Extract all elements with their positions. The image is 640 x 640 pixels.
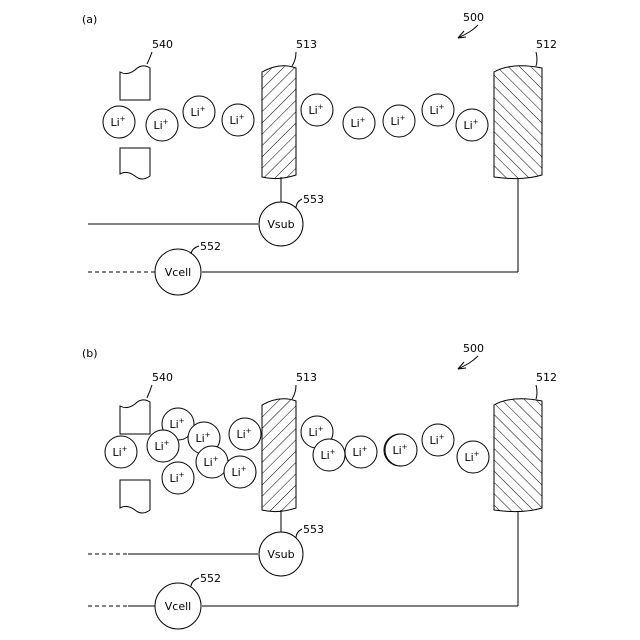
- li-ion: Li+: [383, 105, 415, 137]
- vcell-source: Vcell: [155, 583, 201, 629]
- vcell-ref-label: 552: [200, 240, 221, 253]
- membrane-ref-label: 540: [152, 38, 173, 51]
- li-ion: Li+: [105, 436, 137, 468]
- vcell-leader: [191, 578, 199, 586]
- li-ion: Li+: [162, 462, 194, 494]
- electrode-512-ref-label: 512: [536, 371, 557, 384]
- vsub-source: Vsub: [259, 202, 303, 246]
- system-ref-label: 500: [463, 11, 484, 24]
- membrane-leader: [147, 385, 152, 398]
- li-ion: Li+: [313, 439, 345, 471]
- vsub-ref-label: 553: [303, 193, 324, 206]
- vcell-label: Vcell: [165, 266, 191, 279]
- li-ion: Li+: [301, 94, 333, 126]
- electrode-513: [262, 399, 296, 512]
- electrode-513-leader: [292, 385, 296, 399]
- electrode-512: [494, 399, 542, 512]
- vcell-leader: [191, 246, 199, 254]
- electrode-513-leader: [292, 52, 296, 66]
- li-ion: Li+: [196, 446, 228, 478]
- li-ion: Li+: [147, 430, 179, 462]
- system-ref-arrow: [458, 356, 478, 369]
- electrode-513-ref-label: 513: [296, 38, 317, 51]
- panel-b: (b) 500 540 513 512: [82, 342, 557, 629]
- li-ion: Li+: [422, 424, 454, 456]
- vcell-source: Vcell: [155, 249, 201, 295]
- li-ion: Li+: [222, 104, 254, 136]
- vcell-label: Vcell: [165, 600, 191, 613]
- electrode-512: [494, 66, 542, 179]
- electrode-512-ref-label: 512: [536, 38, 557, 51]
- system-ref-arrow: [458, 25, 478, 38]
- li-ion: Li+: [343, 107, 375, 139]
- electrode-512-leader: [536, 385, 537, 399]
- vsub-leader: [296, 199, 302, 208]
- li-ion: Li+: [183, 96, 215, 128]
- li-ion: Li+: [385, 434, 417, 466]
- li-ion: Li+: [456, 109, 488, 141]
- li-ion: Li+: [457, 441, 489, 473]
- li-ion: Li+: [224, 456, 256, 488]
- li-ion: Li+: [146, 109, 178, 141]
- vsub-ref-label: 553: [303, 523, 324, 536]
- electrode-513: [262, 66, 296, 179]
- ion-group: Li+Li+Li+Li+Li+Li+Li+Li+Li+Li+Li+Li+Li+L…: [105, 408, 489, 494]
- li-ion: Li+: [229, 418, 261, 450]
- vsub-leader: [296, 529, 302, 538]
- vsub-label: Vsub: [267, 548, 294, 561]
- vsub-label: Vsub: [267, 218, 294, 231]
- system-ref-label: 500: [463, 342, 484, 355]
- li-ion: Li+: [103, 106, 135, 138]
- vsub-source: Vsub: [259, 532, 303, 576]
- membrane-leader: [147, 52, 152, 64]
- vcell-ref-label: 552: [200, 572, 221, 585]
- electrode-513-ref-label: 513: [296, 371, 317, 384]
- membrane-ref-label: 540: [152, 371, 173, 384]
- panel-label: (b): [82, 347, 98, 360]
- panel-a: (a) 500 540 513 512: [82, 11, 557, 295]
- li-ion: Li+: [345, 436, 377, 468]
- panel-label: (a): [82, 13, 97, 26]
- electrode-512-leader: [536, 52, 537, 66]
- li-ion: Li+: [422, 94, 454, 126]
